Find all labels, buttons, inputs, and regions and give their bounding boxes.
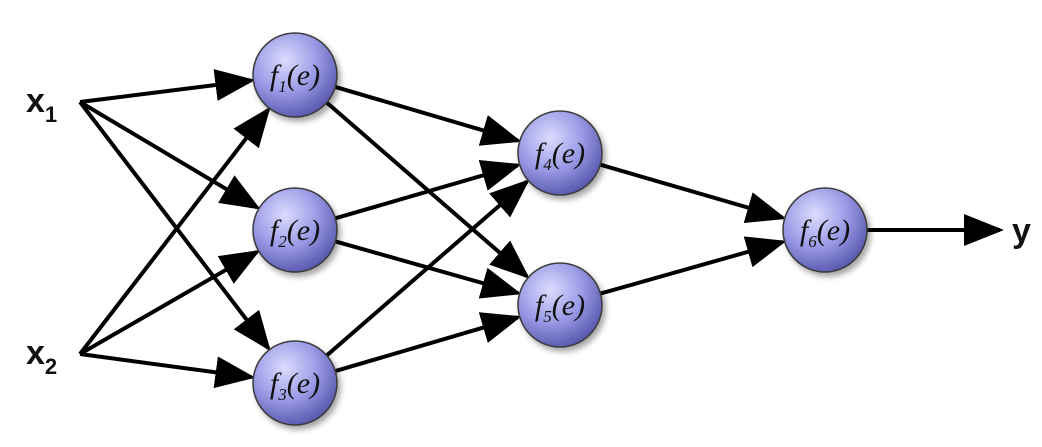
neuron-label: f3(e)	[270, 367, 320, 404]
edge-x1-n1	[79, 69, 256, 104]
neuron-node-n6: f6(e)	[782, 187, 868, 273]
output-label-y: y	[1012, 212, 1031, 250]
neuron-layer: f1(e) f2(e) f3(e) f4(e) f5(e) f6(e)	[252, 32, 868, 426]
edge-n3-n5	[334, 312, 522, 374]
neuron-circle	[517, 262, 603, 348]
edge-x1-n3	[78, 100, 271, 352]
edge-x1-n2	[78, 100, 261, 210]
neuron-label: f6(e)	[800, 214, 850, 251]
neuron-sub: 1	[278, 77, 287, 96]
input-label-x1: x1	[26, 82, 57, 127]
input-base: x	[26, 334, 45, 372]
neuron-sub: 6	[808, 232, 817, 251]
neuron-circle	[782, 187, 868, 273]
neuron-node-n3: f3(e)	[252, 340, 338, 426]
neuron-arg: (e)	[287, 367, 320, 400]
input-sub: 2	[45, 354, 57, 379]
neuron-node-n1: f1(e)	[252, 32, 338, 118]
neuron-arg: (e)	[287, 59, 320, 92]
edge-n3-n4	[325, 179, 530, 358]
neuron-sub: 3	[277, 385, 287, 404]
neuron-circle	[252, 187, 338, 273]
neuron-sub: 5	[543, 307, 552, 326]
neuron-arg: (e)	[552, 289, 585, 322]
edge-n5-n6	[599, 236, 787, 296]
neuron-label: f2(e)	[270, 214, 320, 251]
edge-x2-n1	[78, 106, 271, 356]
connection-layer	[78, 69, 1004, 389]
neuron-label: f4(e)	[535, 137, 585, 174]
edge-n1-n5	[325, 100, 530, 279]
neuron-label: f5(e)	[535, 289, 585, 326]
neuron-node-n2: f2(e)	[252, 187, 338, 273]
neuron-label: f1(e)	[270, 59, 320, 96]
neuron-arg: (e)	[287, 214, 320, 247]
neuron-arg: (e)	[817, 214, 850, 247]
neuron-sub: 4	[543, 155, 552, 174]
neuron-node-n4: f4(e)	[517, 110, 603, 196]
edge-n1-n4	[334, 84, 522, 146]
neuron-arg: (e)	[552, 137, 585, 170]
neuron-circle	[252, 340, 338, 426]
input-base: x	[26, 82, 45, 120]
input-label-x2: x2	[26, 334, 57, 379]
edge-n4-n6	[599, 162, 787, 224]
edge-n2-n4	[334, 159, 522, 221]
input-sub: 1	[45, 102, 57, 127]
edge-x2-n2	[79, 250, 261, 356]
edge-x2-n3	[79, 352, 256, 389]
neuron-circle	[517, 110, 603, 196]
neuron-node-n5: f5(e)	[517, 262, 603, 348]
neuron-circle	[252, 32, 338, 118]
neuron-sub: 2	[278, 232, 287, 251]
